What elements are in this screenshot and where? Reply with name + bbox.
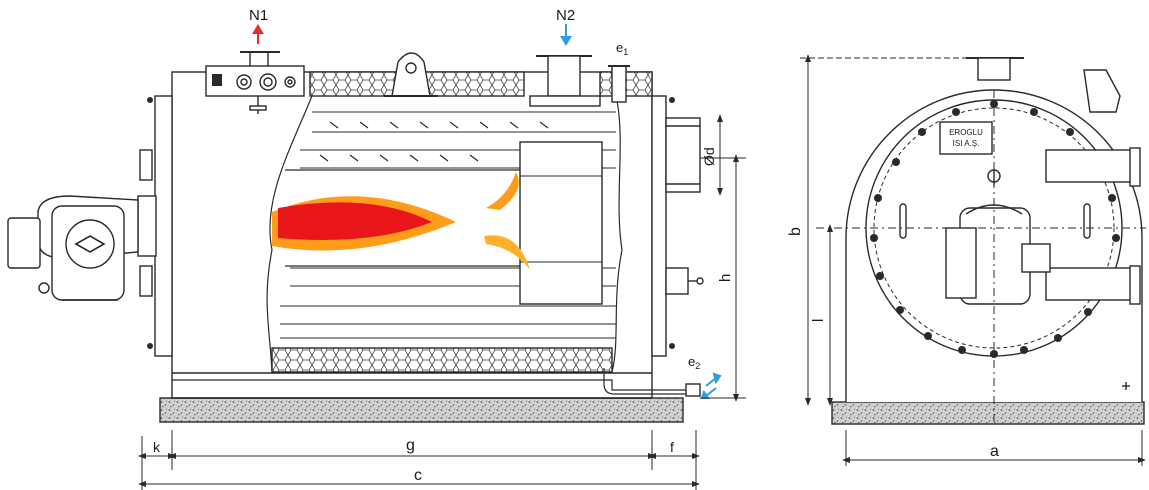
label-f: f: [670, 439, 674, 455]
side-labels: N1 N2 e1 e2 Ød h k g f c: [153, 7, 734, 484]
label-n2: N2: [556, 7, 575, 24]
flue-outlet: [665, 117, 701, 193]
side-dimensions: [138, 154, 746, 490]
front-view: [831, 57, 1145, 425]
label-h: h: [717, 274, 734, 282]
flame-icon: [272, 172, 530, 270]
label-c: c: [414, 467, 422, 484]
label-b: b: [787, 227, 804, 236]
label-a: a: [990, 443, 999, 460]
burner: [7, 149, 157, 301]
double-arrow-icon: [700, 372, 722, 399]
lifting-lug: [391, 52, 431, 97]
side-base: [159, 397, 684, 423]
side-view: [7, 51, 723, 423]
arrow-down-icon: [560, 24, 572, 46]
nameplate-line2: ISI A.Ş.: [953, 139, 980, 148]
label-e1: e1: [616, 40, 628, 57]
front-flange: [154, 95, 173, 357]
label-g: g: [406, 437, 415, 454]
front-base: [831, 401, 1145, 425]
insulation-bottom: [271, 347, 613, 373]
label-n1: N1: [249, 7, 268, 24]
label-k: k: [153, 439, 161, 455]
furnace-cutaway: [266, 95, 313, 373]
nameplate-line1: EROGLU: [949, 128, 983, 137]
label-e2: e2: [688, 354, 700, 371]
rear-flange: [651, 95, 667, 357]
smoke-tubes: [280, 111, 616, 339]
drain-pipe: [172, 379, 690, 391]
turning-chamber: [519, 141, 603, 305]
label-l: l: [810, 319, 827, 322]
arrow-up-icon: [252, 24, 264, 44]
front-labels: b l a EROGLU ISI A.Ş.: [787, 128, 999, 460]
front-dimensions: [800, 54, 1146, 466]
label-od: Ød: [701, 147, 717, 166]
nameplate: [939, 121, 993, 155]
